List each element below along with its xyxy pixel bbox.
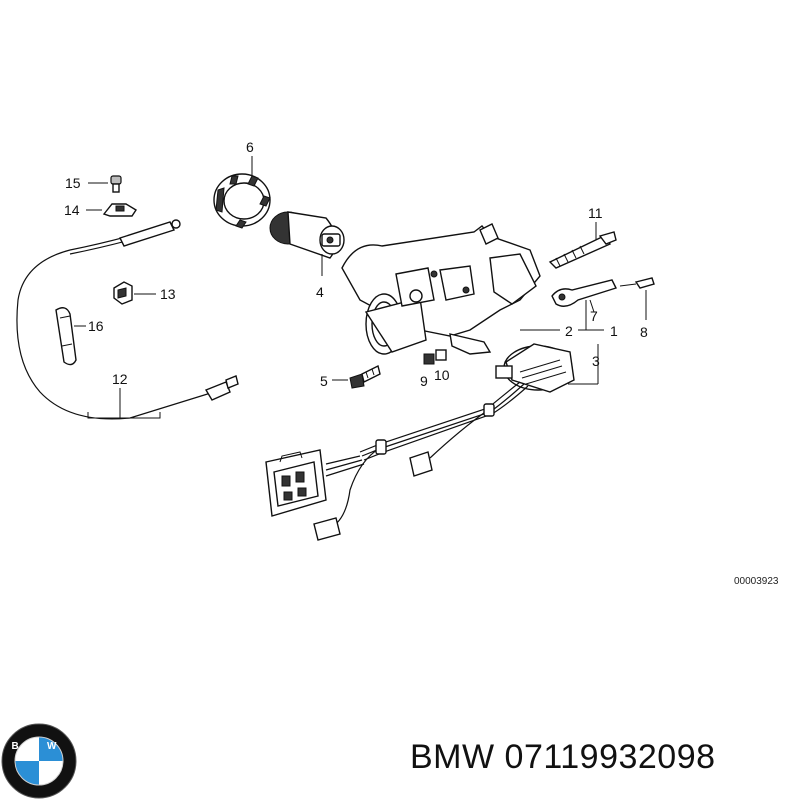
callout-10: 10: [434, 367, 450, 383]
connector-block: [265, 449, 327, 517]
callout-4: 4: [316, 284, 324, 300]
part-8-bolt: [619, 277, 655, 289]
part-11-shaft: [548, 231, 617, 269]
callout-15: 15: [65, 175, 81, 191]
brand-name: BMW: [410, 738, 495, 776]
callout-11: 11: [588, 205, 603, 221]
callout-1: 1: [610, 323, 618, 339]
bmw-logo-letters: BMW: [12, 741, 67, 752]
brand-part-number-label: BMW 07119932098: [410, 738, 716, 777]
bmw-logo: BMW: [1, 723, 77, 799]
callout-3: 3: [592, 353, 600, 369]
callout-8: 8: [640, 324, 648, 340]
part-14-clip: [102, 203, 137, 217]
part-9-10-nuts: [423, 349, 447, 365]
wiring-harness: [313, 381, 529, 541]
part-12-cable: [16, 219, 239, 420]
callout-7: 7: [590, 308, 598, 324]
part-13-clip: [113, 281, 133, 305]
callout-14: 14: [64, 202, 80, 218]
callout-2: 2: [565, 323, 573, 339]
part-6-ring: [213, 173, 271, 229]
diagram-reference-code: 00003923: [734, 576, 779, 587]
part-3-ignition-switch: [495, 343, 575, 393]
callout-16: 16: [88, 318, 104, 334]
callout-5: 5: [320, 373, 328, 389]
callout-12: 12: [112, 371, 128, 387]
part-2-lock-housing: [341, 223, 541, 355]
part-15-screw: [110, 175, 122, 193]
part-16-pad: [55, 307, 77, 366]
callout-13: 13: [160, 286, 176, 302]
part-7-lever: [551, 279, 617, 307]
callout-6: 6: [246, 139, 254, 155]
part-4-lock-cylinder: [269, 211, 345, 259]
part-5-screw: [349, 364, 381, 389]
part-number: 07119932098: [504, 738, 716, 776]
callout-9: 9: [420, 373, 428, 389]
